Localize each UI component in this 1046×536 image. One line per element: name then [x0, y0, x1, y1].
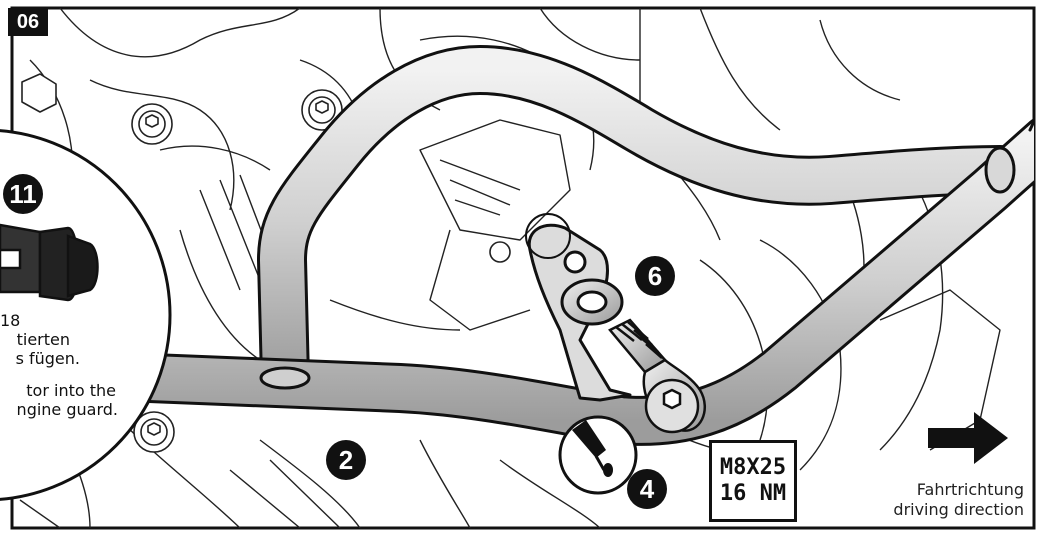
callout-threadlocker: 4	[627, 469, 667, 509]
step-number-badge: 06	[8, 8, 48, 36]
detail-text-de-line2: tierten	[16, 330, 70, 349]
direction-arrow-icon	[928, 412, 1008, 464]
direction-label-de: Fahrtrichtung	[916, 480, 1024, 499]
torque-spec-box: M8X25 16 NM	[709, 440, 797, 522]
washer	[560, 278, 624, 326]
torque-value: 16 NM	[719, 481, 787, 506]
adaptor-icon	[0, 223, 99, 302]
threaded-bolt	[608, 318, 706, 434]
detail-text-de-line3: s fügen.	[15, 349, 80, 368]
detail-text-en-line2: ngine guard.	[16, 400, 118, 419]
callout-bar: 2	[326, 440, 366, 480]
direction-label-en: driving direction	[893, 500, 1024, 519]
detail-text-en-line1: tor into the	[26, 381, 116, 400]
detail-number-badge: 11	[3, 174, 43, 214]
detail-inset	[0, 129, 172, 501]
detail-text-de-line1: 18	[0, 311, 21, 330]
threadlocker-icon	[558, 415, 638, 495]
callout-bracket: 6	[635, 256, 675, 296]
background-bolts	[21, 73, 511, 453]
bolt-size: M8X25	[719, 455, 787, 480]
